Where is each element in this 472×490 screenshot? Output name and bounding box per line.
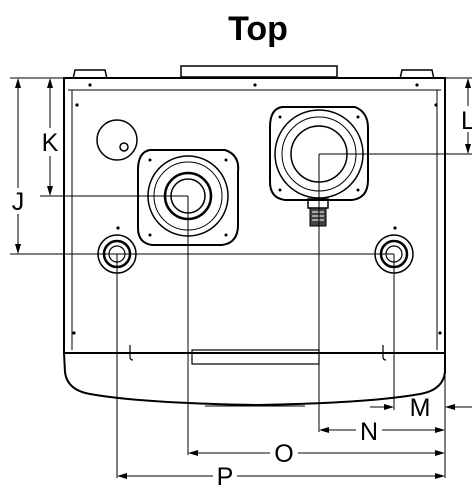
dimension-label-j: J bbox=[12, 188, 25, 216]
dimension-o: O bbox=[188, 439, 445, 468]
front-cover bbox=[62, 352, 446, 407]
screw-dot bbox=[72, 331, 76, 335]
screw-dot bbox=[393, 226, 397, 230]
dimension-p: P bbox=[117, 462, 445, 490]
screw-dot bbox=[438, 331, 442, 335]
screw-dot bbox=[116, 226, 120, 230]
view-title: Top bbox=[228, 10, 288, 48]
dimension-n: N bbox=[319, 416, 445, 446]
extension-lines bbox=[10, 77, 472, 478]
right-tab bbox=[399, 69, 435, 80]
dimension-m: M bbox=[370, 394, 472, 422]
dimension-k: K bbox=[39, 78, 61, 196]
dimension-label-m: M bbox=[410, 394, 431, 422]
dimension-label-l: L bbox=[461, 107, 472, 135]
unit-outline bbox=[62, 65, 446, 407]
screw-dot bbox=[88, 83, 92, 87]
screw-dot bbox=[415, 83, 419, 87]
top-flange bbox=[180, 65, 338, 78]
screw-dot bbox=[75, 103, 79, 107]
vent-plug bbox=[96, 119, 138, 161]
dimension-label-n: N bbox=[360, 418, 378, 446]
dimension-label-o: O bbox=[274, 440, 293, 468]
cover-hook-right bbox=[382, 345, 387, 361]
dimension-label-k: K bbox=[42, 129, 59, 157]
dimension-l: L bbox=[458, 78, 472, 154]
screws bbox=[72, 83, 442, 335]
screw-dot bbox=[253, 83, 257, 87]
dimension-label-p: P bbox=[217, 463, 234, 490]
dimension-j: J bbox=[8, 78, 28, 254]
main-plate bbox=[63, 77, 446, 354]
left-tab bbox=[72, 69, 108, 80]
cover-hook-left bbox=[129, 345, 134, 361]
screw-dot bbox=[434, 103, 438, 107]
